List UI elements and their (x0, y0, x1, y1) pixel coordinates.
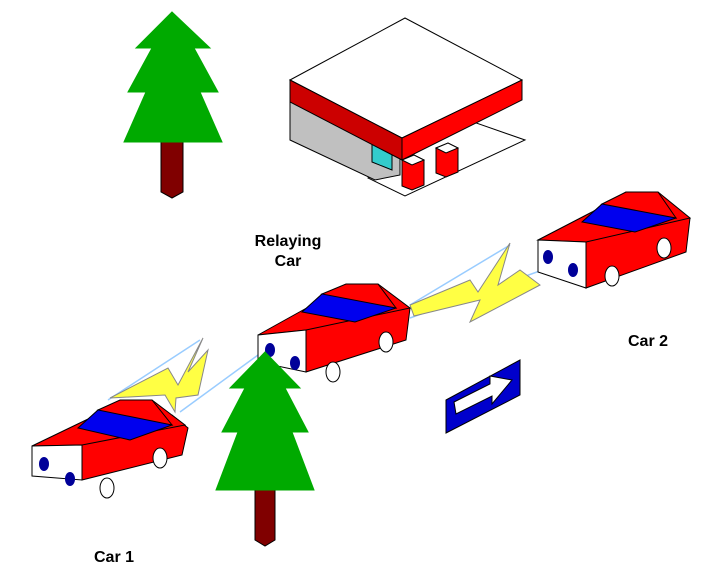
gas-station-icon (288, 17, 527, 197)
direction-arrow-icon (445, 359, 521, 434)
tree-icon-bottom (215, 351, 315, 547)
car-icon-car1 (31, 399, 189, 499)
relaying-car-label-line2: Car (275, 253, 302, 270)
car1-label: Car 1 (94, 549, 134, 566)
car-icon-relaying-car (257, 283, 412, 383)
relaying-car-label-line1: Relaying (255, 233, 322, 250)
tree-icon-top (123, 11, 223, 199)
car-icon-car2 (536, 191, 692, 289)
wireless-link-icon-car1-relay (107, 337, 259, 414)
wireless-link-icon-relay-car2 (409, 242, 571, 324)
car2-label: Car 2 (628, 333, 668, 350)
